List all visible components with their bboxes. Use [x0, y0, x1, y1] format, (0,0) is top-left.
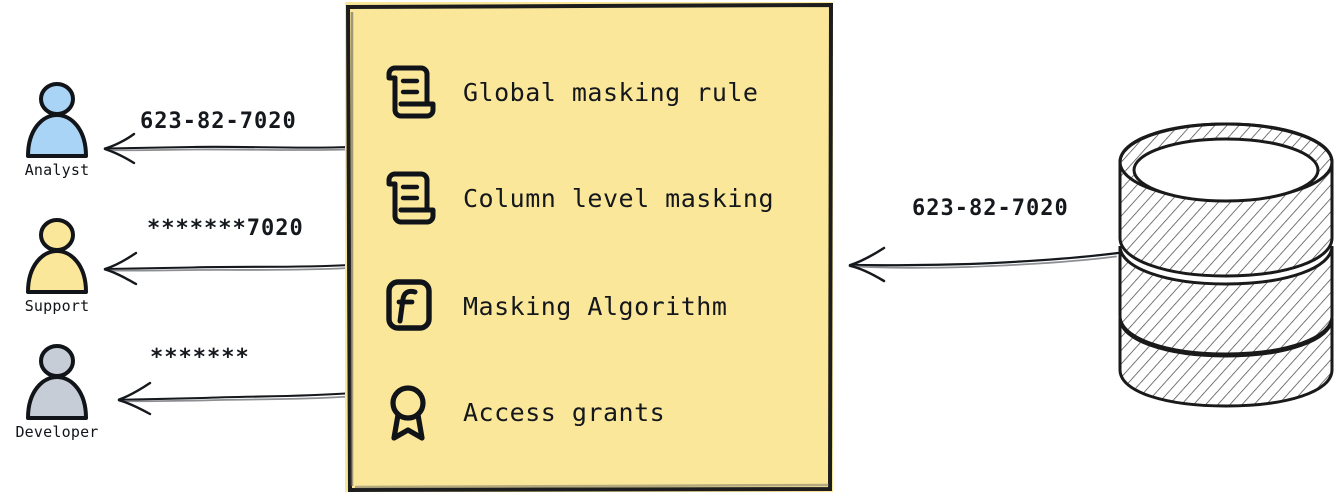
panel-item-label: Global masking rule [463, 77, 759, 107]
analyst-value-label: 623-82-7020 [140, 109, 297, 134]
person-icon [19, 344, 95, 422]
arrow-left-icon [96, 128, 352, 168]
person-icon [19, 218, 95, 296]
support-value-label: *******7020 [147, 216, 304, 241]
database-icon [1112, 118, 1340, 410]
actor-analyst[interactable]: Analyst [2, 82, 112, 179]
award-icon [381, 382, 437, 442]
panel-item-label: Column level masking [463, 183, 775, 213]
panel-item-masking-algorithm[interactable]: Masking Algorithm [381, 274, 727, 338]
function-icon [381, 276, 437, 336]
source-value-label: 623-82-7020 [912, 196, 1069, 221]
scroll-icon [381, 62, 437, 122]
masking-policy-panel: Global masking rule Column level masking [345, 2, 833, 492]
arrow-left-icon [840, 243, 1120, 283]
panel-item-label: Access grants [463, 397, 666, 427]
scroll-icon [381, 168, 437, 228]
actor-label: Developer [15, 423, 99, 441]
panel-item-label: Masking Algorithm [463, 291, 728, 321]
actor-label: Analyst [24, 161, 90, 179]
arrow-left-icon [110, 378, 354, 418]
person-icon [19, 82, 95, 160]
developer-value-label: ******* [150, 345, 250, 370]
actor-label: Support [24, 297, 90, 315]
arrow-left-icon [96, 248, 352, 288]
panel-item-global-masking-rule[interactable]: Global masking rule [381, 60, 758, 124]
panel-border [345, 2, 833, 492]
panel-item-access-grants[interactable]: Access grants [381, 380, 665, 444]
actor-developer[interactable]: Developer [2, 344, 112, 441]
panel-item-column-level-masking[interactable]: Column level masking [381, 166, 774, 230]
actor-support[interactable]: Support [2, 218, 112, 315]
